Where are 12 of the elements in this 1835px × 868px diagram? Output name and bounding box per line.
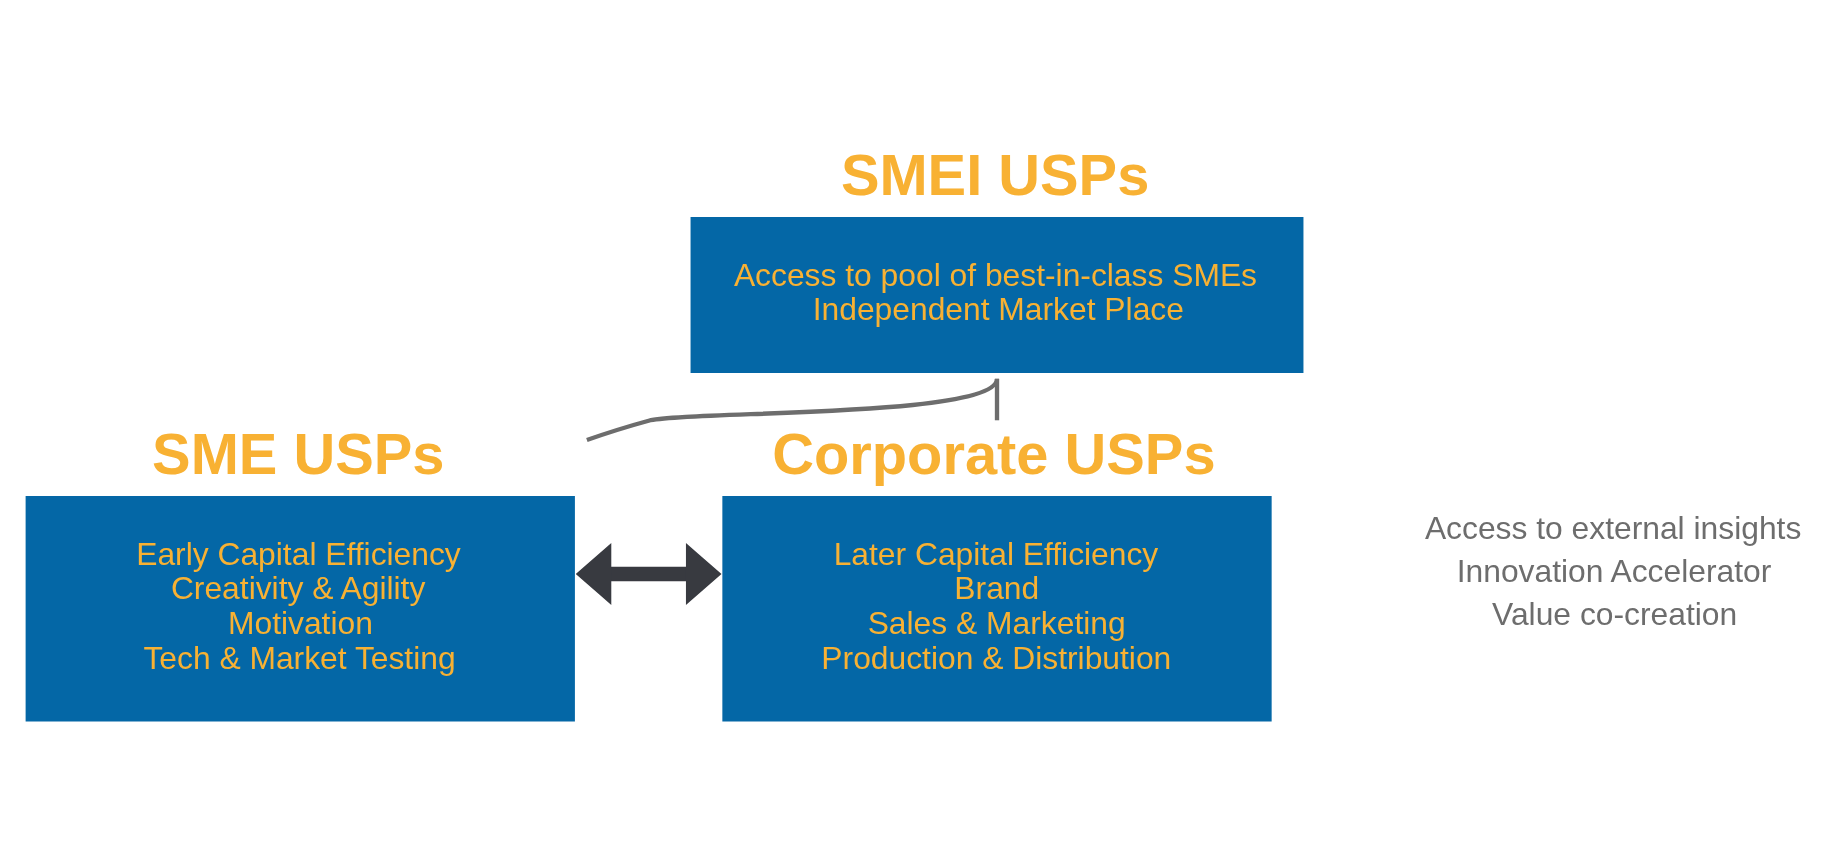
node-label: SMEI USPs bbox=[840, 142, 1150, 207]
label: Access to external insights bbox=[1424, 509, 1802, 546]
node-label: Corporate USPs bbox=[772, 421, 1216, 486]
connector bbox=[586, 377, 999, 442]
arrow bbox=[575, 542, 722, 605]
node-label: SME USPs bbox=[152, 421, 445, 486]
node-box: Access to pool of best-in-class SMEs Independent Market Place bbox=[690, 216, 1304, 373]
node-box: Early Capital Efficiency Creativity & Agility Motivation Tech & Market Testing bbox=[25, 495, 575, 721]
connector bbox=[994, 378, 1000, 420]
node-box: Later Capital Efficiency Brand Sales & Marketing Production & Distribution bbox=[722, 495, 1272, 721]
label: Innovation Accelerator bbox=[1456, 552, 1772, 589]
label: Value co-creation bbox=[1492, 595, 1738, 632]
